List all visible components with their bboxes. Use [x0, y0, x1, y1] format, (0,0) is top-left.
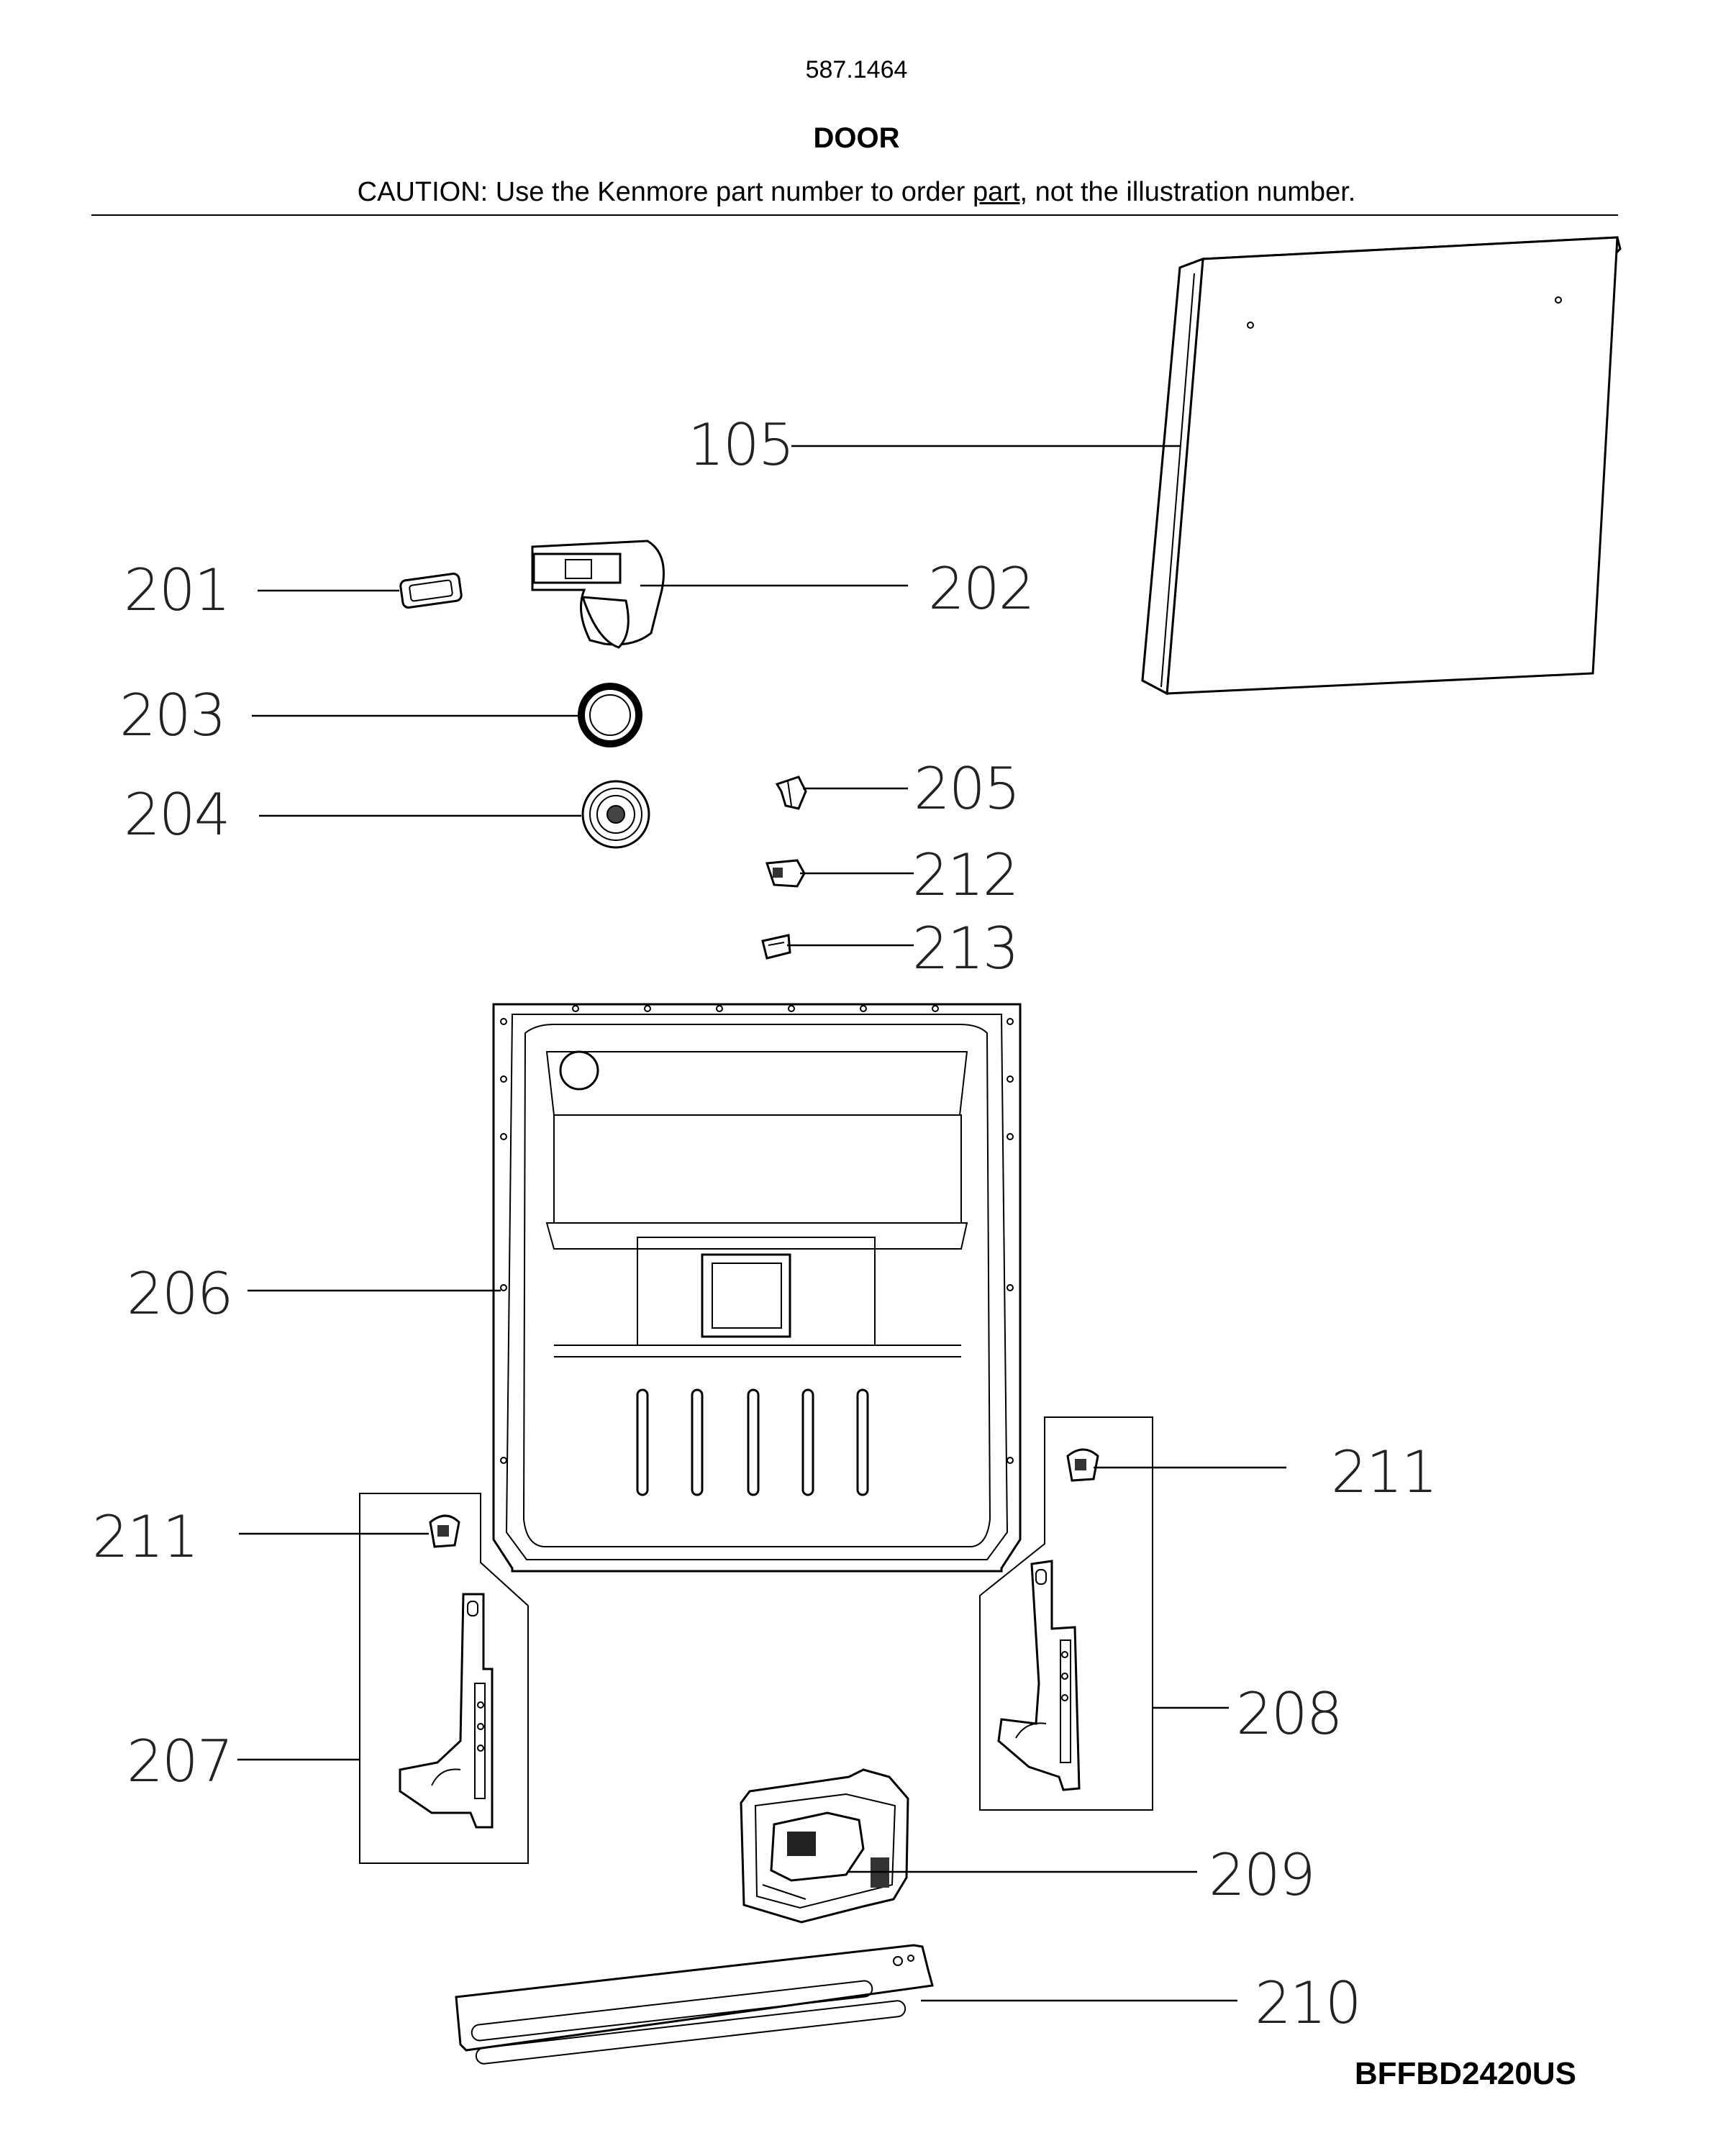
callout-201: 201 [124, 557, 230, 624]
callout-208: 208 [1236, 1680, 1342, 1747]
part-204-rinse-aid-cap[interactable] [581, 780, 650, 849]
caution-text: CAUTION: Use the Kenmore part number to … [357, 177, 973, 207]
header-divider [91, 214, 1618, 216]
callout-205: 205 [914, 755, 1019, 822]
callout-204: 204 [124, 781, 230, 848]
section-title: DOOR [813, 122, 900, 154]
part-105-door-panel[interactable] [1141, 236, 1622, 696]
part-212-catch[interactable] [765, 859, 806, 888]
part-207-left-hinge[interactable] [399, 1593, 494, 1829]
part-205-clip[interactable] [775, 775, 807, 810]
callout-105: 105 [688, 411, 794, 478]
hinge-right-box [979, 1416, 1153, 1811]
part-206-inner-door[interactable] [492, 1003, 1022, 1573]
part-208-right-hinge[interactable] [997, 1560, 1081, 1791]
caution-text-end: , not the illustration number. [1019, 177, 1356, 207]
part-209-latch-module[interactable] [740, 1768, 909, 1924]
callout-211-right: 211 [1331, 1439, 1437, 1506]
callout-212: 212 [912, 842, 1018, 909]
callout-206: 206 [127, 1260, 232, 1327]
callout-213: 213 [912, 915, 1018, 982]
callout-203: 203 [119, 682, 225, 749]
caution-part-link[interactable]: part [973, 177, 1020, 207]
callout-211-left: 211 [92, 1504, 198, 1570]
part-201-gasket[interactable] [399, 573, 463, 609]
caution-note: CAUTION: Use the Kenmore part number to … [0, 177, 1713, 208]
part-211-left-clip[interactable] [429, 1514, 460, 1548]
hinge-left-box [359, 1493, 529, 1864]
part-203-o-ring[interactable] [578, 683, 642, 747]
part-211-right-clip[interactable] [1066, 1448, 1099, 1482]
model-code: 587.1464 [805, 56, 908, 83]
part-213-bracket[interactable] [761, 934, 791, 960]
diagram-code: BFFBD2420US [1354, 2056, 1576, 2091]
callout-210: 210 [1255, 1970, 1360, 2037]
part-202-dispenser-housing[interactable] [531, 540, 665, 649]
callout-202: 202 [928, 555, 1034, 622]
part-210-bottom-rail[interactable] [455, 1944, 934, 2065]
callout-207: 207 [127, 1728, 232, 1795]
callout-209: 209 [1209, 1842, 1314, 1909]
